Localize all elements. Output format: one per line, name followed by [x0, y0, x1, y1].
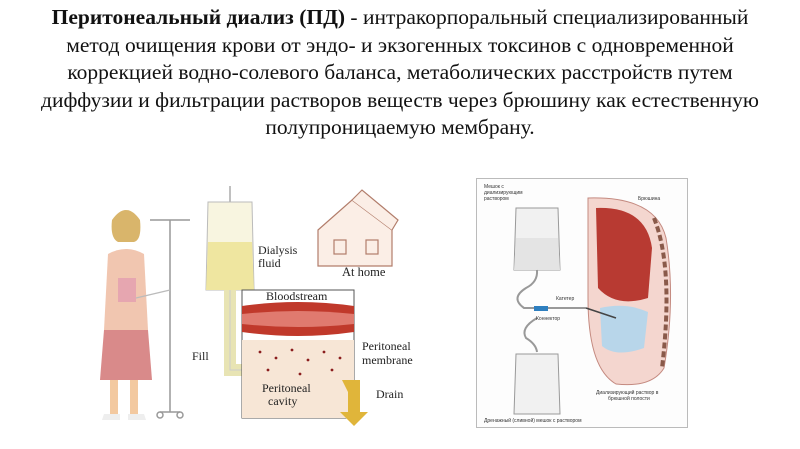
membrane-diagram — [241, 289, 368, 426]
cavity-label-1: Диализирующий раствор в — [596, 389, 659, 396]
cavity-label-2: брюшной полости — [608, 395, 650, 402]
peritoneal-cavity-label-1: Peritoneal — [262, 381, 311, 395]
bloodstream-label: Bloodstream — [266, 289, 328, 303]
connector-icon — [534, 306, 548, 311]
left-figure: Dialysis fluid At home Bloodstream Perit… — [100, 186, 413, 426]
dialysis-fluid-label-2: fluid — [258, 256, 281, 270]
peritoneum-label: Брюшина — [638, 196, 660, 202]
drain-bag-label: Дренажный (сливной) мешок с раствором — [484, 417, 582, 424]
iv-stand — [150, 219, 190, 419]
house-icon — [317, 189, 399, 267]
connector-label: Коннектор — [536, 316, 560, 322]
fill-label: Fill — [192, 349, 209, 363]
peritoneal-membrane-label-2: membrane — [362, 353, 413, 367]
right-figure: Мешок с диализирующим раствором Катетер … — [476, 178, 688, 428]
definition-text: - интракорпоральный специализированный м… — [41, 5, 759, 139]
dialysis-fluid-label-1: Dialysis — [258, 243, 298, 257]
catheter-label: Катетер — [556, 296, 574, 302]
at-home-label: At home — [342, 265, 386, 279]
drain-label: Drain — [376, 387, 403, 401]
abdomen-section — [587, 197, 672, 386]
drain-bag — [513, 353, 561, 415]
patient-figure — [100, 210, 152, 420]
dialysis-bag — [205, 186, 255, 291]
bag-label-2: диализирующим — [484, 190, 523, 196]
definition-paragraph: Перитонеальный диализ (ПД) - интракорпор… — [40, 4, 760, 142]
peritoneal-cavity-label-2: cavity — [268, 394, 297, 408]
bag-label-1: Мешок с — [484, 184, 504, 190]
term-heading: Перитонеальный диализ (ПД) — [51, 5, 346, 29]
peritoneal-membrane-label-1: Peritoneal — [362, 339, 411, 353]
solution-bag — [513, 207, 561, 271]
bag-label-3: раствором — [484, 196, 509, 202]
